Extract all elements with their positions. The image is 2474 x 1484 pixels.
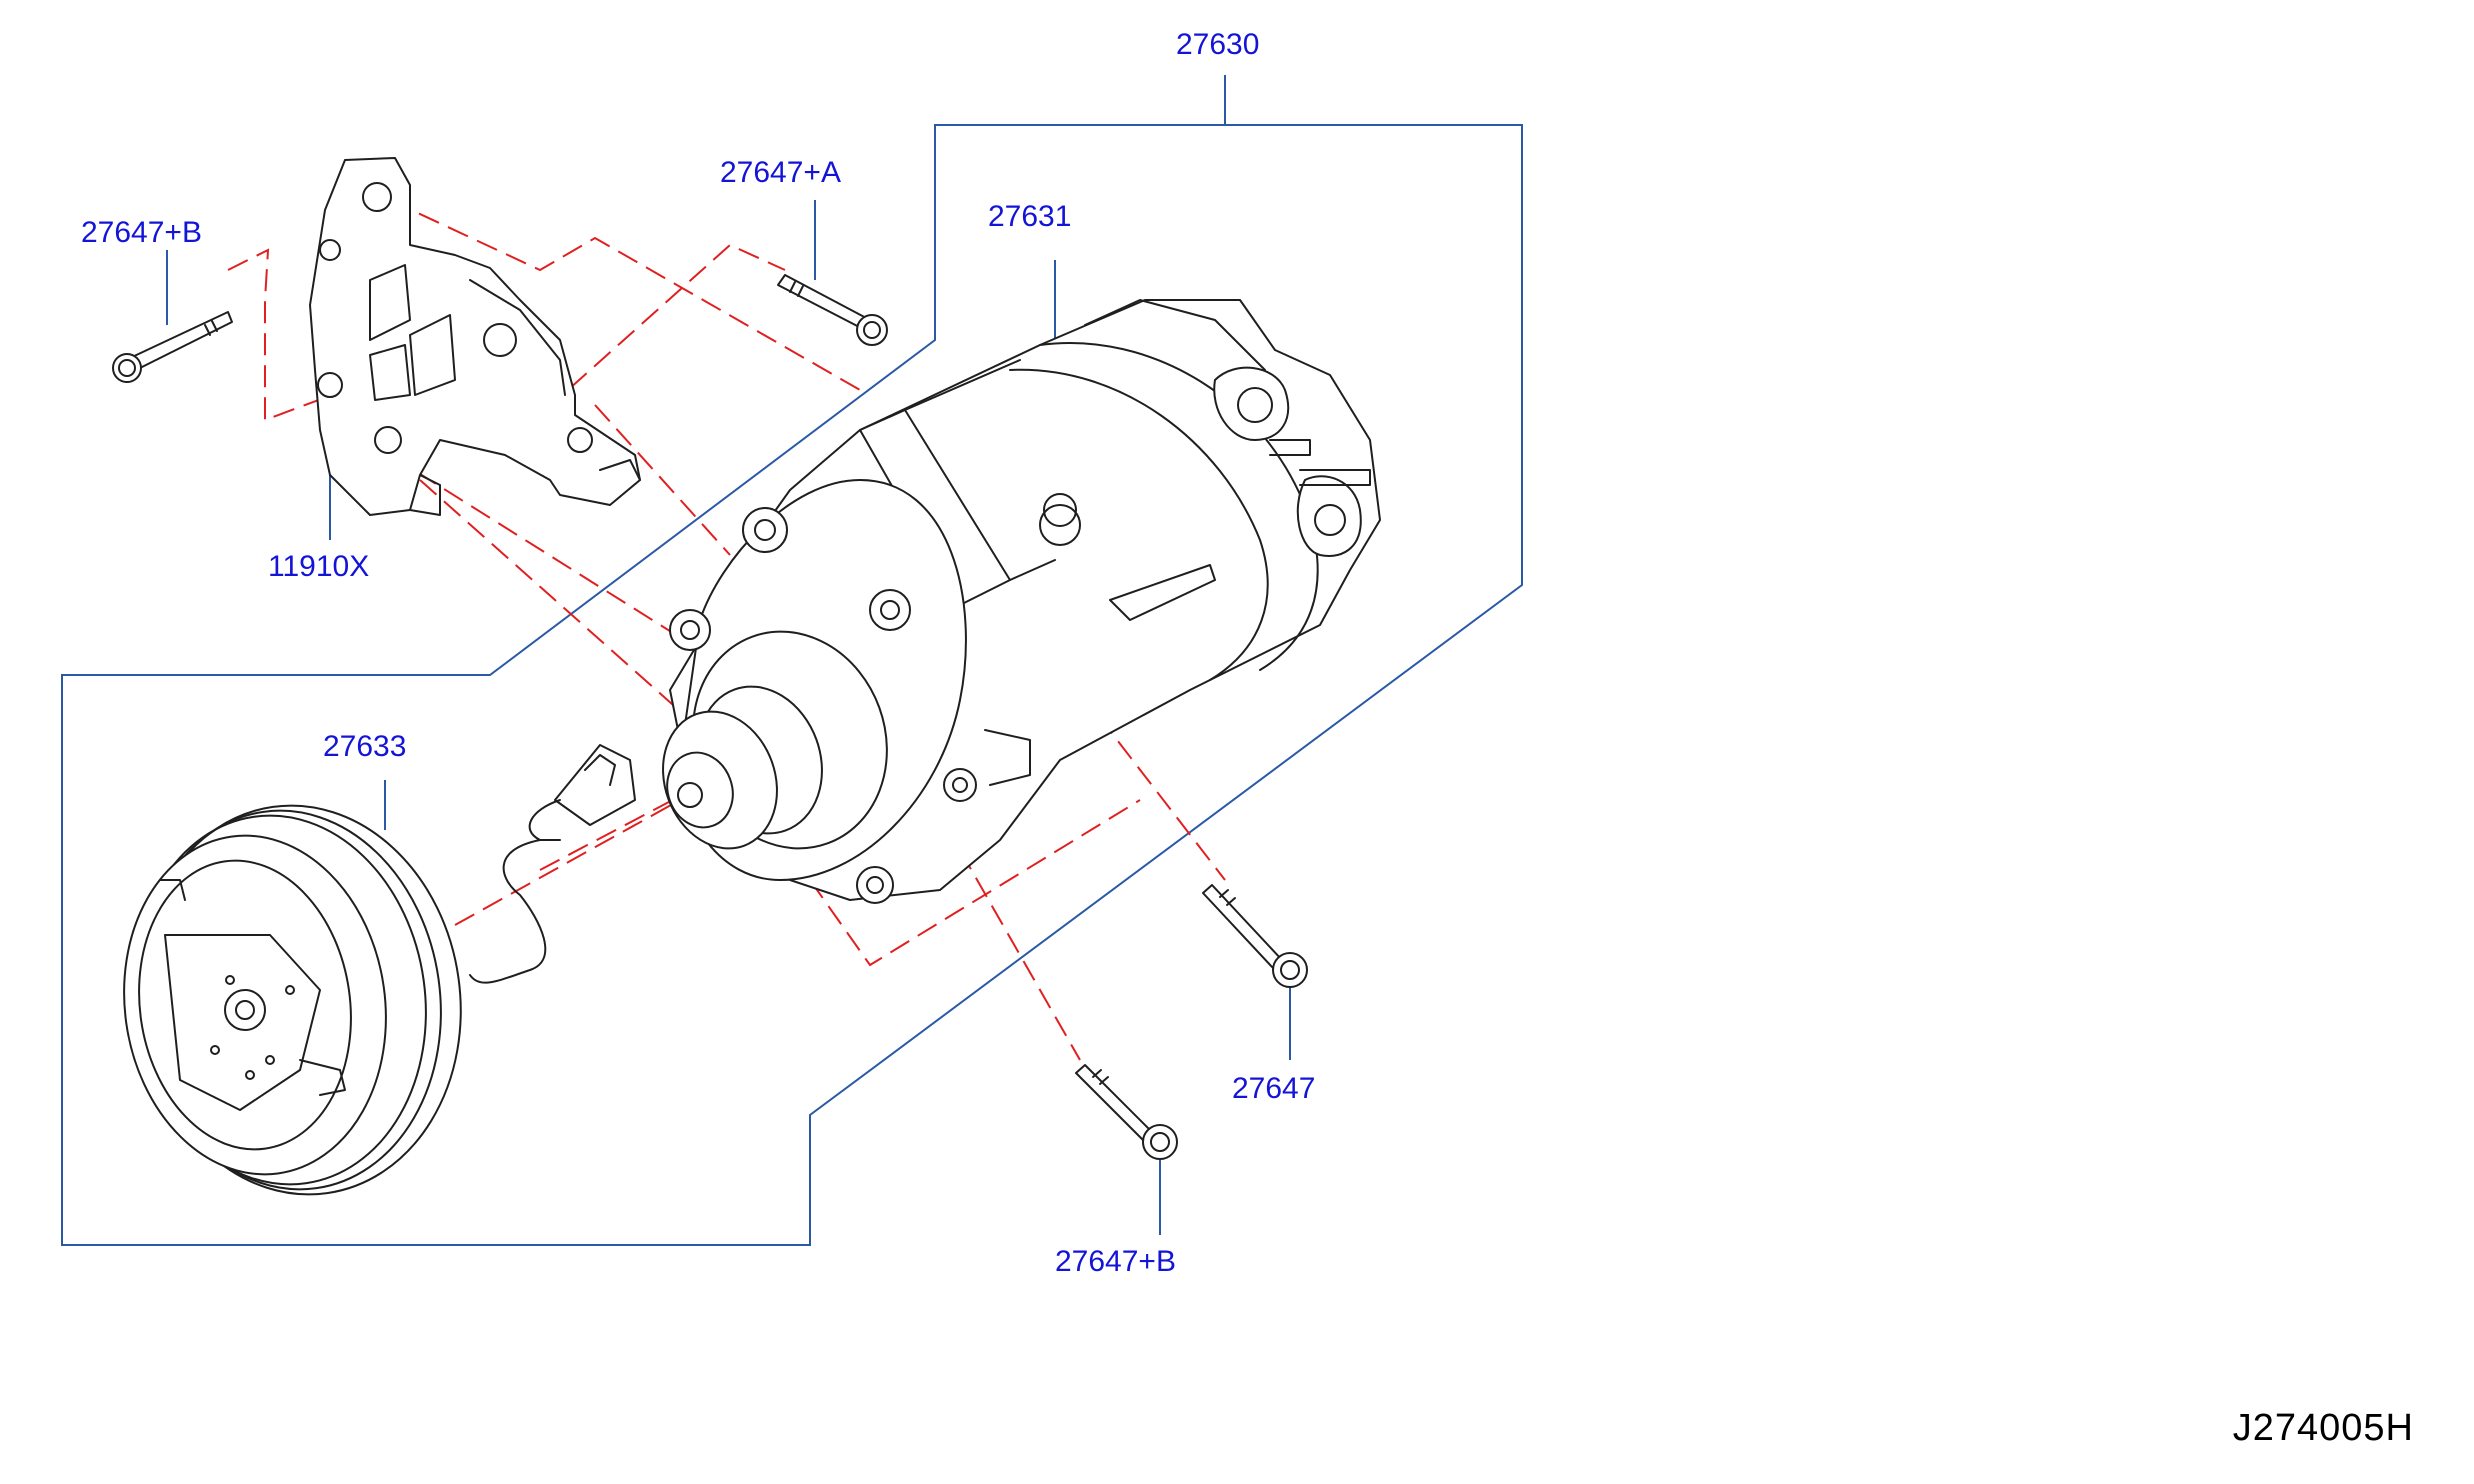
label-bracket-11910x[interactable]: 11910X (268, 550, 370, 583)
bolt-lower-b (1075, 1064, 1178, 1160)
bolt-right (1202, 884, 1308, 988)
bolt-bracket-b (112, 311, 233, 383)
assembly-frame (61, 124, 1523, 1246)
label-bolt-27647-a[interactable]: 27647+A (720, 156, 841, 189)
clutch-drawing (123, 804, 462, 1196)
diagram-code: J274005H (2232, 1407, 2414, 1449)
bracket-drawing (309, 157, 641, 516)
leader-lines (166, 75, 1291, 1235)
clutch-connector (469, 744, 636, 984)
label-assembly-27630[interactable]: 27630 (1176, 28, 1260, 61)
label-bolt-27647-b-bottom[interactable]: 27647+B (1055, 1245, 1176, 1278)
label-bolt-27647[interactable]: 27647 (1232, 1072, 1316, 1105)
bolt-bracket-a (777, 274, 888, 346)
compressor-drawing (662, 299, 1381, 904)
label-compressor-27631[interactable]: 27631 (988, 200, 1072, 233)
label-bolt-27647-b-top[interactable]: 27647+B (81, 216, 202, 249)
label-clutch-27633[interactable]: 27633 (323, 730, 407, 763)
